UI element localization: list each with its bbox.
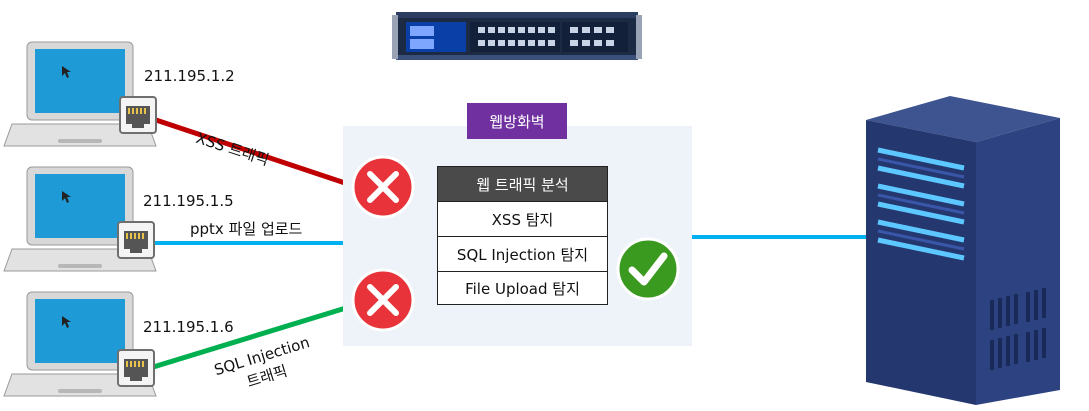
ethernet-port-icon xyxy=(119,96,157,134)
laptop-icon xyxy=(3,166,157,272)
client-ip-2: 211.195.1.5 xyxy=(143,192,234,210)
check-file-upload: File Upload 탐지 xyxy=(465,279,580,298)
upload-traffic-label: pptx 파일 업로드 xyxy=(190,220,303,238)
client-ip-1: 211.195.1.2 xyxy=(144,67,235,85)
check-sql-injection: SQL Injection 탐지 xyxy=(438,237,607,272)
web-traffic-analysis-panel: 웹 트래픽 분석 XSS 탐지 SQL Injection 탐지 File Up… xyxy=(437,166,608,305)
laptop-icon xyxy=(3,291,157,397)
ethernet-port-icon xyxy=(117,221,155,259)
analysis-header: 웹 트래픽 분석 xyxy=(438,167,607,202)
client-ip-3: 211.195.1.6 xyxy=(143,318,234,336)
block-x-icon xyxy=(351,268,415,332)
check-icon xyxy=(616,237,680,301)
laptop-icon xyxy=(3,41,157,147)
waf-title: 웹방화벽 xyxy=(467,103,567,139)
block-x-icon xyxy=(351,155,415,219)
xss-traffic-line xyxy=(149,115,373,195)
check-xss: XSS 탐지 xyxy=(438,202,607,237)
sqli-traffic-line xyxy=(149,297,373,371)
ethernet-port-icon xyxy=(117,349,155,387)
